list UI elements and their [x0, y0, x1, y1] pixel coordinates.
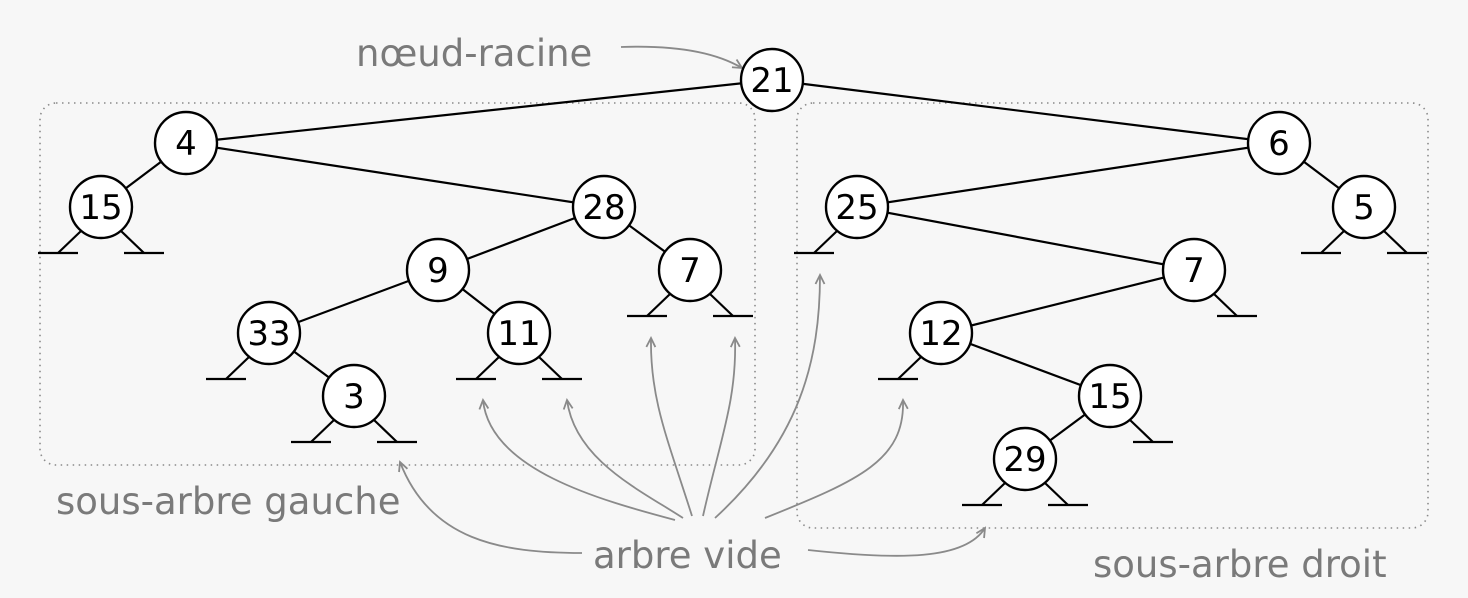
tree-node: 21: [739, 47, 805, 113]
tree-node-value: 12: [919, 314, 962, 354]
tree-node: 12: [908, 300, 974, 366]
tree-node-circle: [236, 300, 302, 366]
tree-node-value: 6: [1268, 124, 1290, 164]
tree-edge: [185, 78, 773, 145]
root-label: nœud-racine: [356, 32, 592, 75]
tree-node-value: 29: [1003, 440, 1046, 480]
empty-tree-arrow-3: [567, 400, 684, 519]
tree-edge: [856, 141, 1280, 209]
tree-node-value: 11: [497, 314, 540, 354]
tree-node-value: 5: [1353, 188, 1375, 228]
tree-node-circle: [1161, 237, 1227, 303]
empty-tree-leaf: [878, 356, 922, 381]
tree-node-value: 7: [679, 251, 701, 291]
tree-node: 3: [321, 363, 387, 429]
tree-node-circle: [992, 426, 1058, 492]
tree-node: 9: [405, 237, 471, 303]
empty-tree-arrow-5: [702, 338, 735, 517]
right-subtree-region: [796, 102, 1429, 529]
tree-node-circle: [321, 363, 387, 429]
empty-tree-leaf: [1383, 230, 1427, 255]
empty-tree-arrow-6: [714, 275, 820, 519]
tree-node: 6: [1246, 110, 1312, 176]
tree-node-circle: [68, 174, 134, 240]
root-pointer-arrow: [620, 45, 742, 68]
tree-node-value: 4: [175, 124, 197, 164]
empty-tree-leaves: [38, 230, 1427, 507]
tree-node-value: 28: [582, 188, 625, 228]
empty-tree-arrow-8: [807, 528, 985, 557]
tree-node-circle: [739, 47, 805, 113]
tree-edge: [940, 268, 1195, 335]
left-subtree-region: [39, 102, 756, 466]
empty-tree-leaf: [1301, 230, 1345, 255]
tree-node-value: 15: [1088, 377, 1131, 417]
tree-node: 7: [1161, 237, 1227, 303]
tree-node-value: 9: [427, 251, 449, 291]
empty-tree-leaf: [373, 419, 417, 444]
tree-node-circle: [657, 237, 723, 303]
tree-node: 5: [1331, 174, 1397, 240]
tree-node-value: 33: [247, 314, 290, 354]
empty-tree-leaf: [627, 293, 671, 318]
tree-node-circle: [405, 237, 471, 303]
tree-node: 4: [153, 110, 219, 176]
empty-tree-leaf: [291, 419, 335, 444]
tree-node: 25: [824, 174, 890, 240]
empty-tree-leaf: [1129, 419, 1173, 444]
tree-node-value: 25: [835, 188, 878, 228]
tree-edge: [185, 141, 605, 209]
tree-node-circle: [1331, 174, 1397, 240]
tree-edge: [856, 205, 1195, 272]
tree-node-circle: [1077, 363, 1143, 429]
tree-edge: [771, 78, 1280, 145]
empty-tree-leaf: [1213, 293, 1257, 318]
tree-node-circle: [571, 174, 637, 240]
tree-node-circle: [486, 300, 552, 366]
empty-tree-arrow-2: [483, 400, 676, 521]
tree-node-circle: [153, 110, 219, 176]
tree-node-value: 15: [79, 188, 122, 228]
tree-node-value: 7: [1183, 251, 1205, 291]
tree-node: 15: [1077, 363, 1143, 429]
empty-tree-leaf: [206, 356, 250, 381]
empty-tree-leaf: [1044, 482, 1088, 507]
empty-tree-arrow-1: [400, 462, 583, 554]
empty-tree-arrow-4: [651, 338, 693, 517]
tree-node-circle: [908, 300, 974, 366]
left-subtree-label: sous-arbre gauche: [56, 480, 400, 523]
empty-tree-leaf: [456, 356, 500, 381]
empty-tree-leaf: [709, 293, 753, 318]
tree-node: 28: [571, 174, 637, 240]
empty-tree-leaf: [120, 230, 164, 255]
tree-node: 33: [236, 300, 302, 366]
tree-node: 11: [486, 300, 552, 366]
tree-node: 15: [68, 174, 134, 240]
tree-node: 7: [657, 237, 723, 303]
tree-node-circle: [1246, 110, 1312, 176]
empty-tree-leaf: [794, 230, 838, 255]
empty-tree-arrow-7: [764, 400, 903, 519]
empty-tree-label: arbre vide: [593, 534, 782, 577]
tree-node: 29: [992, 426, 1058, 492]
empty-tree-leaf: [962, 482, 1006, 507]
empty-tree-leaf: [538, 356, 582, 381]
tree-node-value: 3: [343, 377, 365, 417]
right-subtree-label: sous-arbre droit: [1093, 543, 1387, 586]
tree-node-circle: [824, 174, 890, 240]
empty-tree-leaf: [38, 230, 82, 255]
annotation-arrows: [400, 45, 985, 557]
tree-node-value: 21: [750, 61, 793, 101]
